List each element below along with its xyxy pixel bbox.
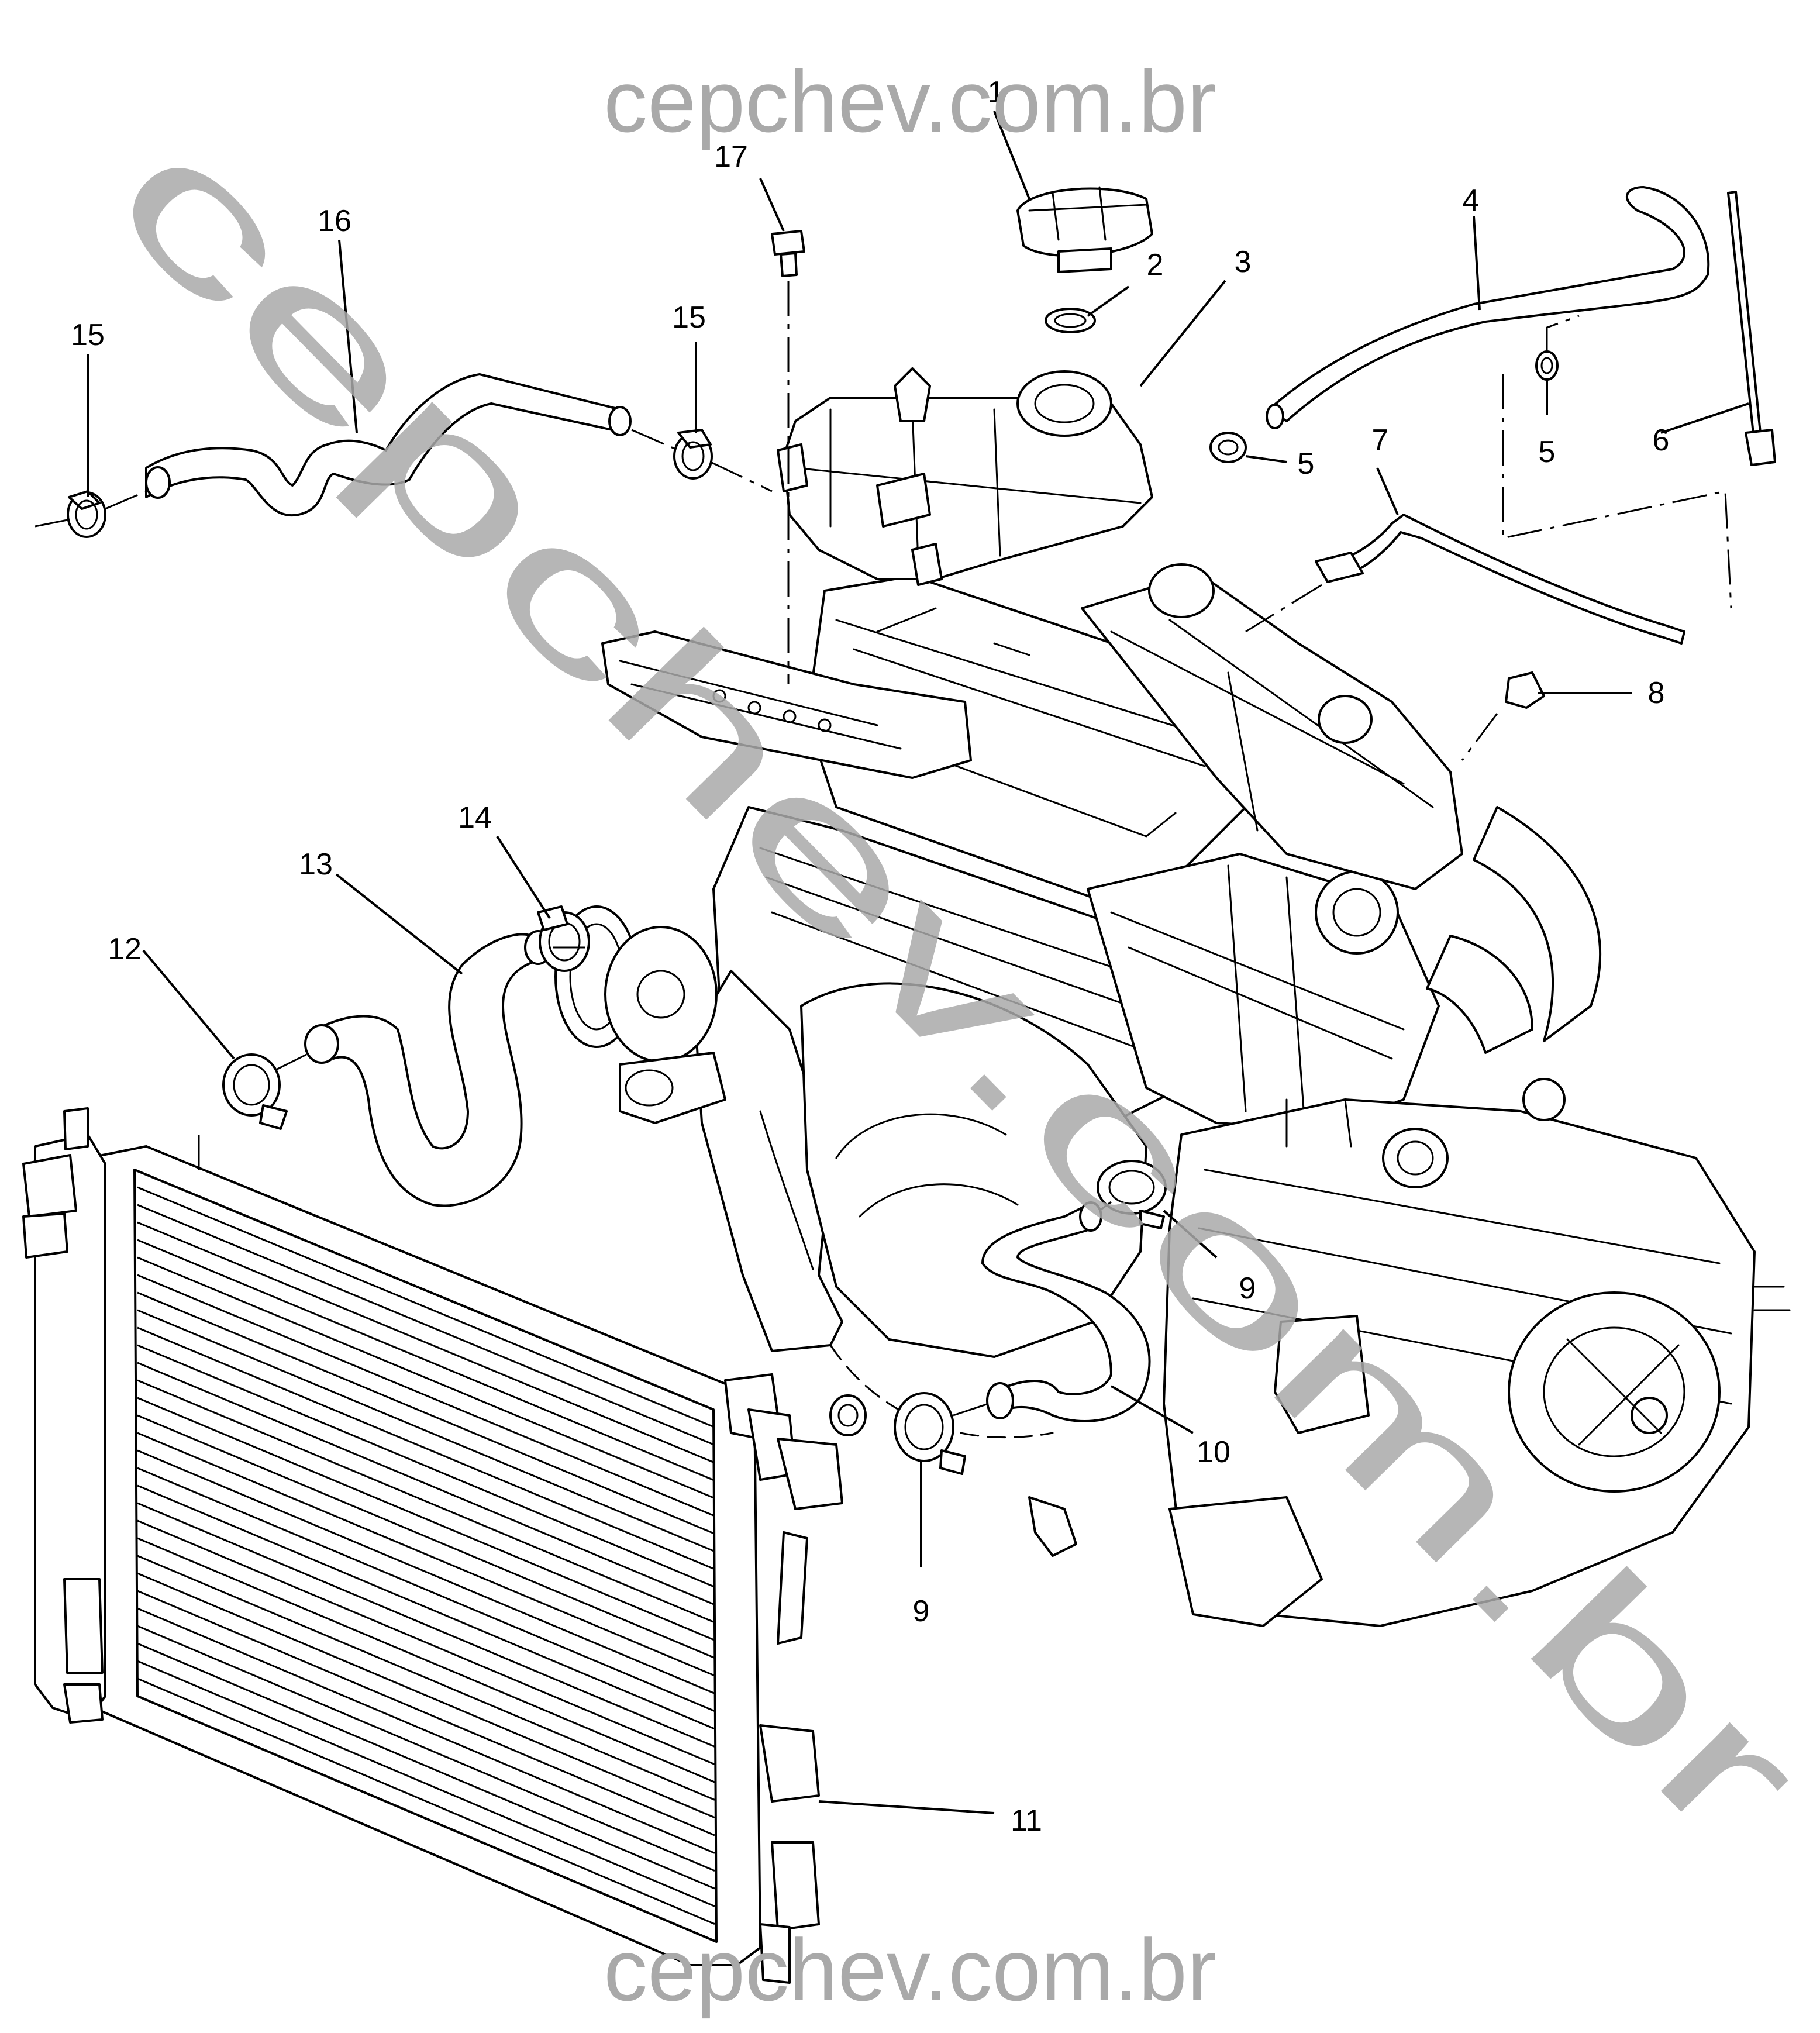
radiator-fin — [137, 1625, 715, 1872]
radiator — [22, 1107, 843, 1984]
watermark-top: cepchev.com.br — [604, 52, 1216, 150]
callout-10: 10 — [1197, 1435, 1230, 1469]
radiator-fin — [137, 1239, 715, 1481]
radiator-fin — [137, 1590, 715, 1836]
radiator-fin — [137, 1449, 715, 1694]
radiator-outlet-seal — [829, 1394, 867, 1436]
callout-5a: 5 — [1298, 447, 1315, 481]
radiator-fin — [137, 1379, 715, 1624]
watermark-bottom: cepchev.com.br — [604, 1921, 1216, 2019]
callout-16: 16 — [318, 204, 351, 238]
callout-4: 4 — [1463, 184, 1480, 218]
surge-tank-inlet-hose — [145, 373, 632, 517]
callout-15b: 15 — [672, 301, 706, 335]
radiator-fin — [137, 1677, 715, 1925]
radiator-fin — [137, 1204, 715, 1446]
radiator-fin — [137, 1467, 715, 1712]
callout-9a: 9 — [1239, 1272, 1256, 1305]
heater-pipe — [1245, 514, 1685, 645]
vent-hose — [1266, 186, 1710, 429]
callout-9b: 9 — [913, 1594, 930, 1628]
bolt — [771, 230, 805, 684]
callout-13: 13 — [299, 847, 333, 881]
callout-8: 8 — [1648, 676, 1665, 710]
hose-clamp — [1535, 350, 1559, 381]
radiator-fin — [137, 1607, 715, 1854]
leader-lines — [87, 111, 1749, 1814]
radiator-fin — [137, 1660, 715, 1907]
radiator-fin — [137, 1572, 715, 1819]
upper-radiator-hose — [304, 930, 552, 1207]
cap-seal — [1045, 308, 1096, 333]
callout-17: 17 — [714, 140, 748, 174]
radiator-fin — [137, 1519, 715, 1766]
callout-6: 6 — [1653, 423, 1670, 457]
hose-clamp — [673, 429, 713, 480]
hose-clamp — [894, 1392, 966, 1475]
hose-clamp — [537, 905, 590, 972]
callout-1: 1 — [988, 75, 1005, 109]
hose-clip — [1461, 671, 1545, 761]
callout-5b: 5 — [1539, 435, 1556, 469]
radiator-fin — [137, 1362, 715, 1606]
radiator-fin — [137, 1309, 715, 1553]
hose-clamp — [67, 490, 106, 538]
radiator-fin — [137, 1414, 715, 1659]
radiator-fin — [137, 1537, 715, 1783]
cable-tie — [1727, 191, 1776, 466]
callout-15a: 15 — [71, 318, 105, 352]
coolant-reservoir — [777, 367, 1153, 586]
radiator-fin — [137, 1397, 715, 1641]
radiator-fin — [137, 1186, 715, 1428]
callout-14: 14 — [458, 801, 492, 835]
hose-clamp — [1097, 1160, 1167, 1229]
callout-2: 2 — [1147, 248, 1164, 282]
callout-7: 7 — [1372, 423, 1389, 457]
callout-3: 3 — [1235, 245, 1252, 279]
hose-clamp — [1209, 432, 1247, 463]
callout-labels: 1 2 3 4 5 5 6 7 8 9 9 10 11 12 13 14 15 … — [71, 75, 1669, 1838]
radiator-fin — [137, 1502, 715, 1748]
engine-assembly — [554, 563, 1791, 1627]
radiator-fins — [137, 1186, 715, 1925]
radiator-fin — [137, 1484, 715, 1730]
radiator-fin — [137, 1344, 715, 1588]
callout-11: 11 — [1011, 1804, 1042, 1838]
radiator-fin — [137, 1642, 715, 1890]
radiator-fin — [137, 1221, 715, 1464]
radiator-fin — [137, 1256, 715, 1500]
hose-clamp — [222, 1053, 288, 1130]
radiator-fin — [137, 1555, 715, 1801]
radiator-cap — [1016, 186, 1153, 273]
radiator-fin — [137, 1326, 715, 1570]
radiator-fin — [137, 1432, 715, 1677]
callout-12: 12 — [108, 932, 142, 966]
radiator-fin — [137, 1274, 715, 1517]
radiator-fin — [137, 1291, 715, 1535]
